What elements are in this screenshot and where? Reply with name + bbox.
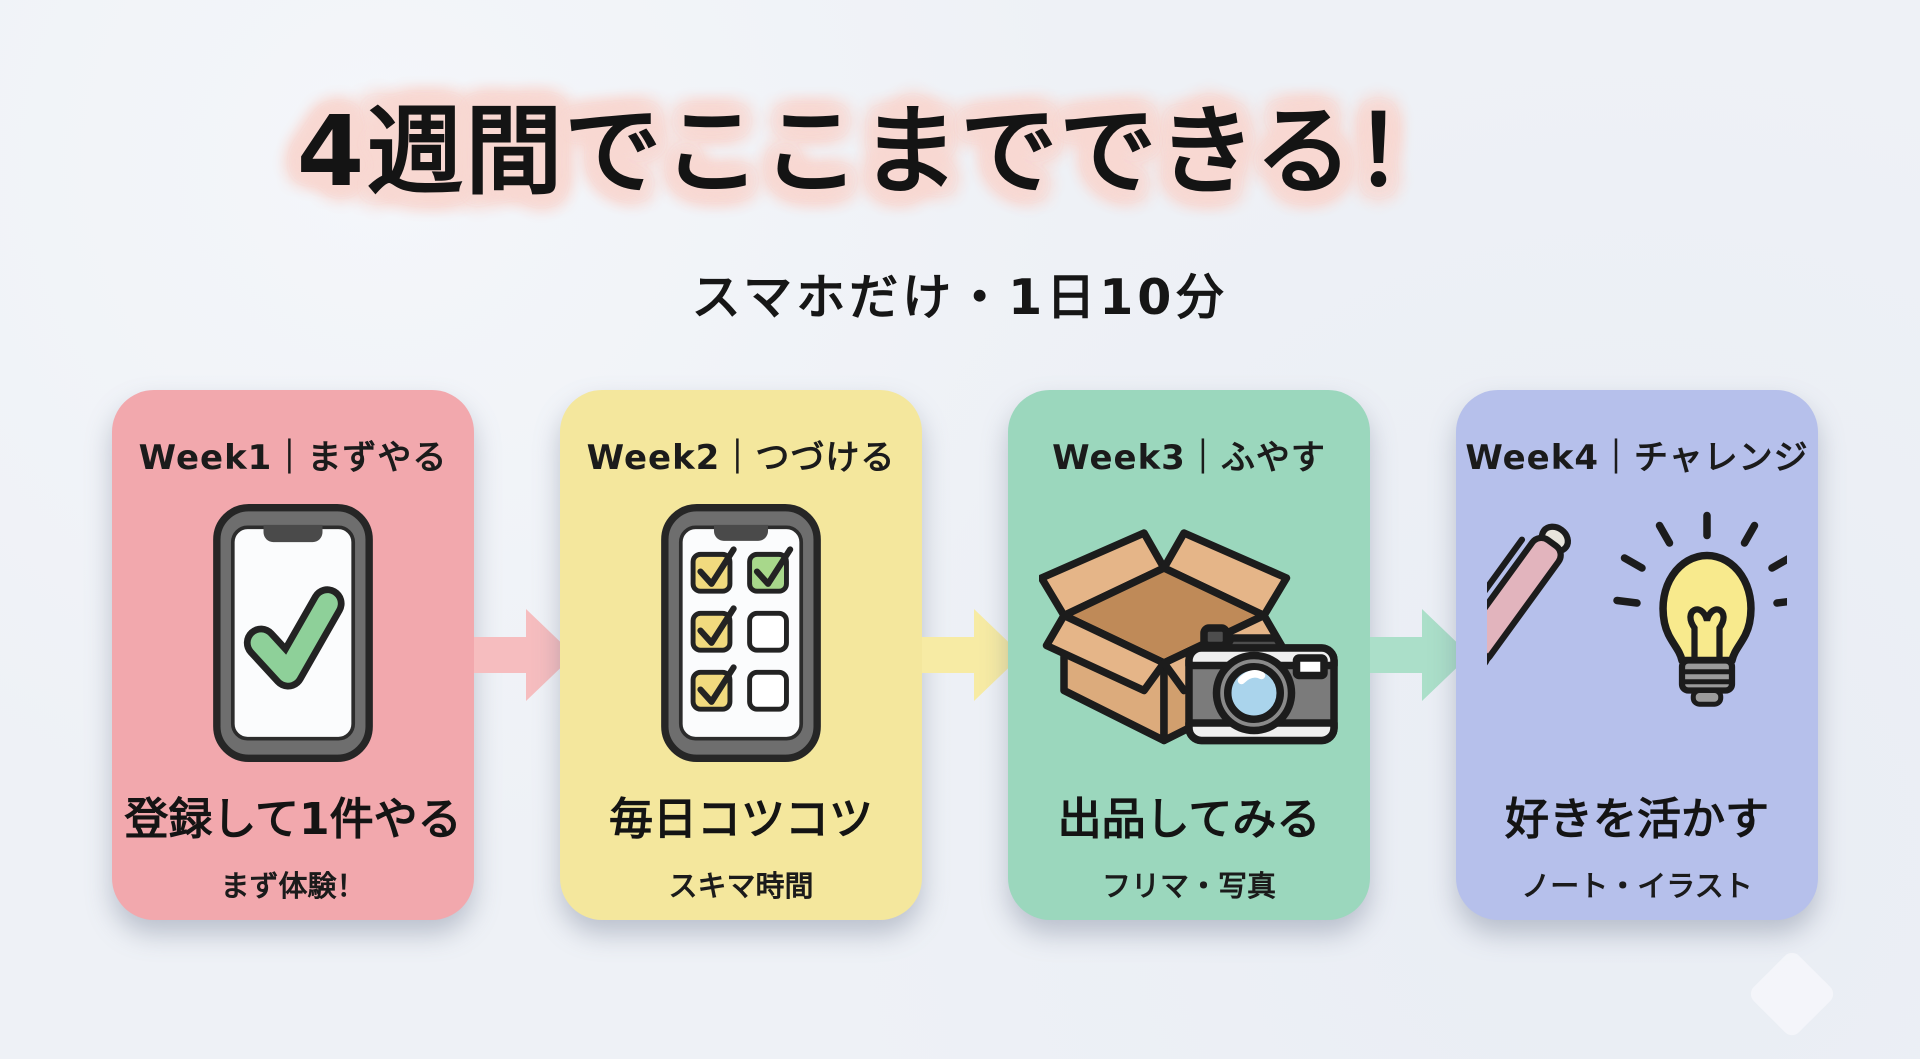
week2-header: Week2｜つづける: [586, 438, 896, 478]
week2-card: Week2｜つづける 毎日コツコツ スキマ時間: [560, 390, 922, 920]
week2-sub-text: スキマ時間: [668, 869, 814, 903]
week3-main-text: 出品してみる: [1057, 794, 1321, 845]
week3-card: Week3｜ふやす: [1008, 390, 1370, 920]
week3-header: Week3｜ふやす: [1052, 438, 1326, 478]
pen-lightbulb-icon: [1487, 485, 1787, 781]
arrow-week2-to-week3: [922, 609, 1022, 701]
week2-main-text: 毎日コツコツ: [609, 794, 873, 845]
page-subtitle: スマホだけ・1日10分: [691, 269, 1229, 326]
week1-sub-text: まず体験！: [220, 869, 366, 903]
week1-card: Week1｜まずやる 登録して1件やる まず体験！: [112, 390, 474, 920]
week4-header: Week4｜チャレンジ: [1465, 438, 1809, 478]
box-camera-icon: [1039, 485, 1339, 781]
page-title: 4週間でここまでできる！: [296, 95, 1454, 208]
week4-card: Week4｜チャレンジ: [1456, 390, 1818, 920]
sparkle-decoration: [1746, 948, 1838, 1040]
arrow-week3-to-week4: [1370, 609, 1470, 701]
week4-sub-text: ノート・イラスト: [1521, 869, 1753, 903]
arrow-week1-to-week2: [474, 609, 574, 701]
phone-checklist-icon: [655, 485, 827, 781]
week3-sub-text: フリマ・写真: [1101, 869, 1276, 903]
week4-main-text: 好きを活かす: [1505, 794, 1769, 845]
week1-header: Week1｜まずやる: [138, 438, 448, 478]
phone-check-icon: [207, 485, 379, 781]
week1-main-text: 登録して1件やる: [124, 794, 462, 845]
